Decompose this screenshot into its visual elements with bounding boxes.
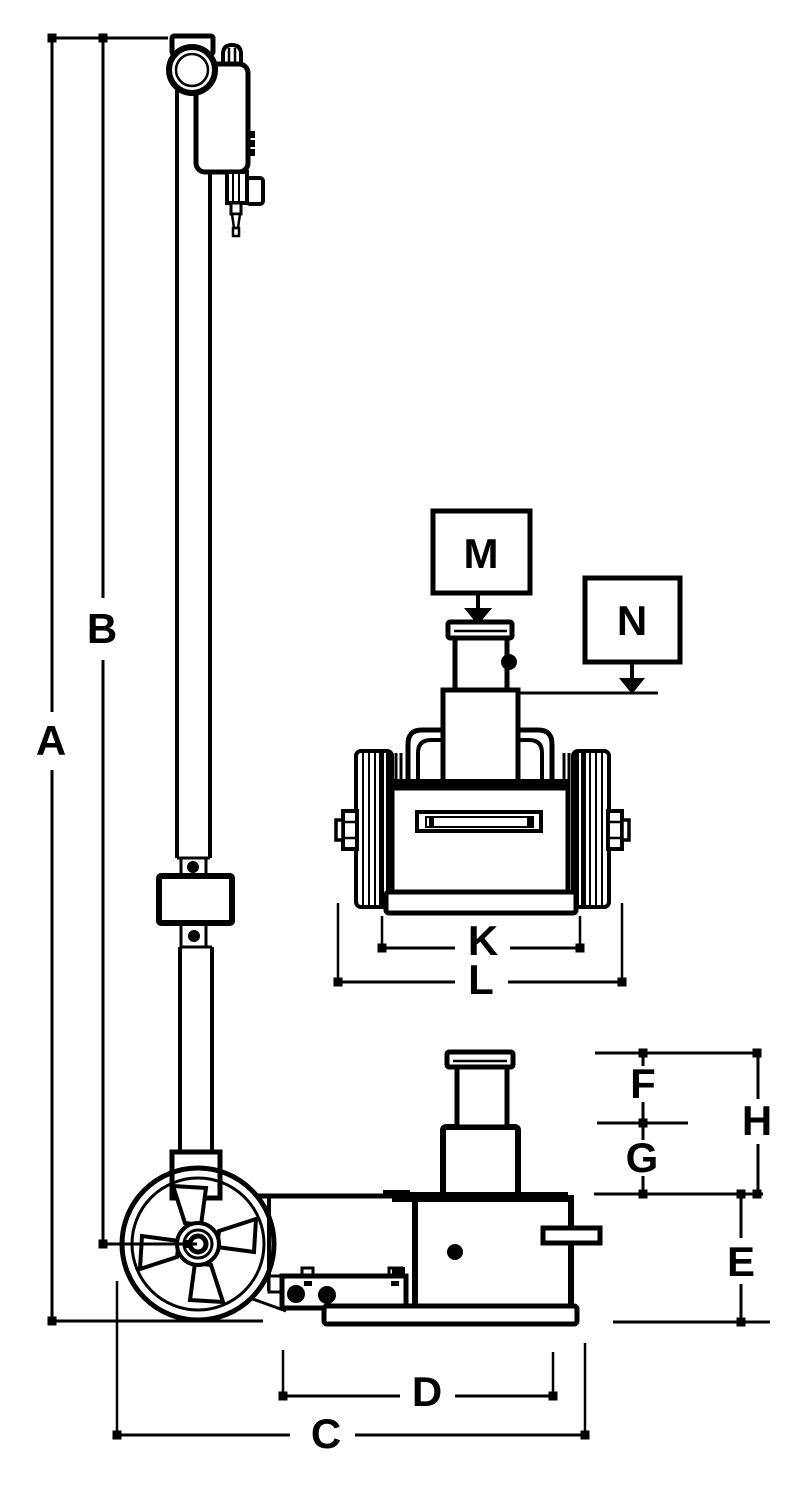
dim-h: H <box>742 1053 772 1199</box>
dim-label-a: A <box>36 717 66 764</box>
handle-pin-lower <box>188 930 200 942</box>
dim-b: B <box>87 38 117 1249</box>
dim-a: A <box>36 38 66 1326</box>
air-inlet-fitting <box>225 170 265 238</box>
air-valve-button <box>221 42 243 66</box>
callout-n: N <box>513 575 683 695</box>
handle-coupling <box>156 873 235 926</box>
dim-label-n: N <box>617 597 647 644</box>
air-motor-body <box>193 61 251 175</box>
dim-g: G <box>597 1118 688 1199</box>
body-plug <box>447 1244 463 1260</box>
dim-d: D <box>278 1350 558 1415</box>
dim-f: F <box>595 1048 762 1123</box>
side-view-jack <box>52 1049 603 1327</box>
front-view-jack: M N <box>334 508 683 916</box>
handle-ring <box>166 44 218 96</box>
dim-label-m: M <box>464 530 499 577</box>
dim-label-d: D <box>412 1368 442 1415</box>
base-plate-side <box>321 1303 580 1327</box>
front-wheel-right <box>562 749 631 909</box>
arrow-n <box>619 678 645 694</box>
dim-label-h: H <box>742 1097 772 1144</box>
dim-label-f: F <box>630 1060 656 1107</box>
dim-e: E <box>594 1189 770 1327</box>
saddle-front <box>445 619 517 695</box>
callout-m: M <box>430 508 533 625</box>
dim-label-b: B <box>87 605 117 652</box>
base-plate-front <box>383 889 579 916</box>
dim-top-extension-line <box>47 33 168 43</box>
dim-label-e: E <box>727 1238 755 1285</box>
lift-ram-side <box>440 1049 521 1198</box>
foot-pedal-assembly <box>279 1266 409 1311</box>
side-carry-bar <box>540 1225 603 1246</box>
jack-body-front <box>389 779 571 896</box>
dim-label-c: C <box>311 1410 341 1457</box>
handle-assembly <box>156 33 265 1201</box>
dim-l: L <box>333 903 627 1003</box>
dim-label-g: G <box>626 1134 659 1181</box>
front-wheel-left <box>334 749 403 909</box>
dim-c: C <box>112 1281 590 1457</box>
dim-k: K <box>377 916 585 964</box>
dim-label-l: L <box>468 956 494 1003</box>
arrow-m <box>464 608 492 625</box>
handle-pin-upper <box>187 861 199 873</box>
dim-label-k: K <box>468 917 498 964</box>
jack-body-side <box>412 1195 574 1311</box>
